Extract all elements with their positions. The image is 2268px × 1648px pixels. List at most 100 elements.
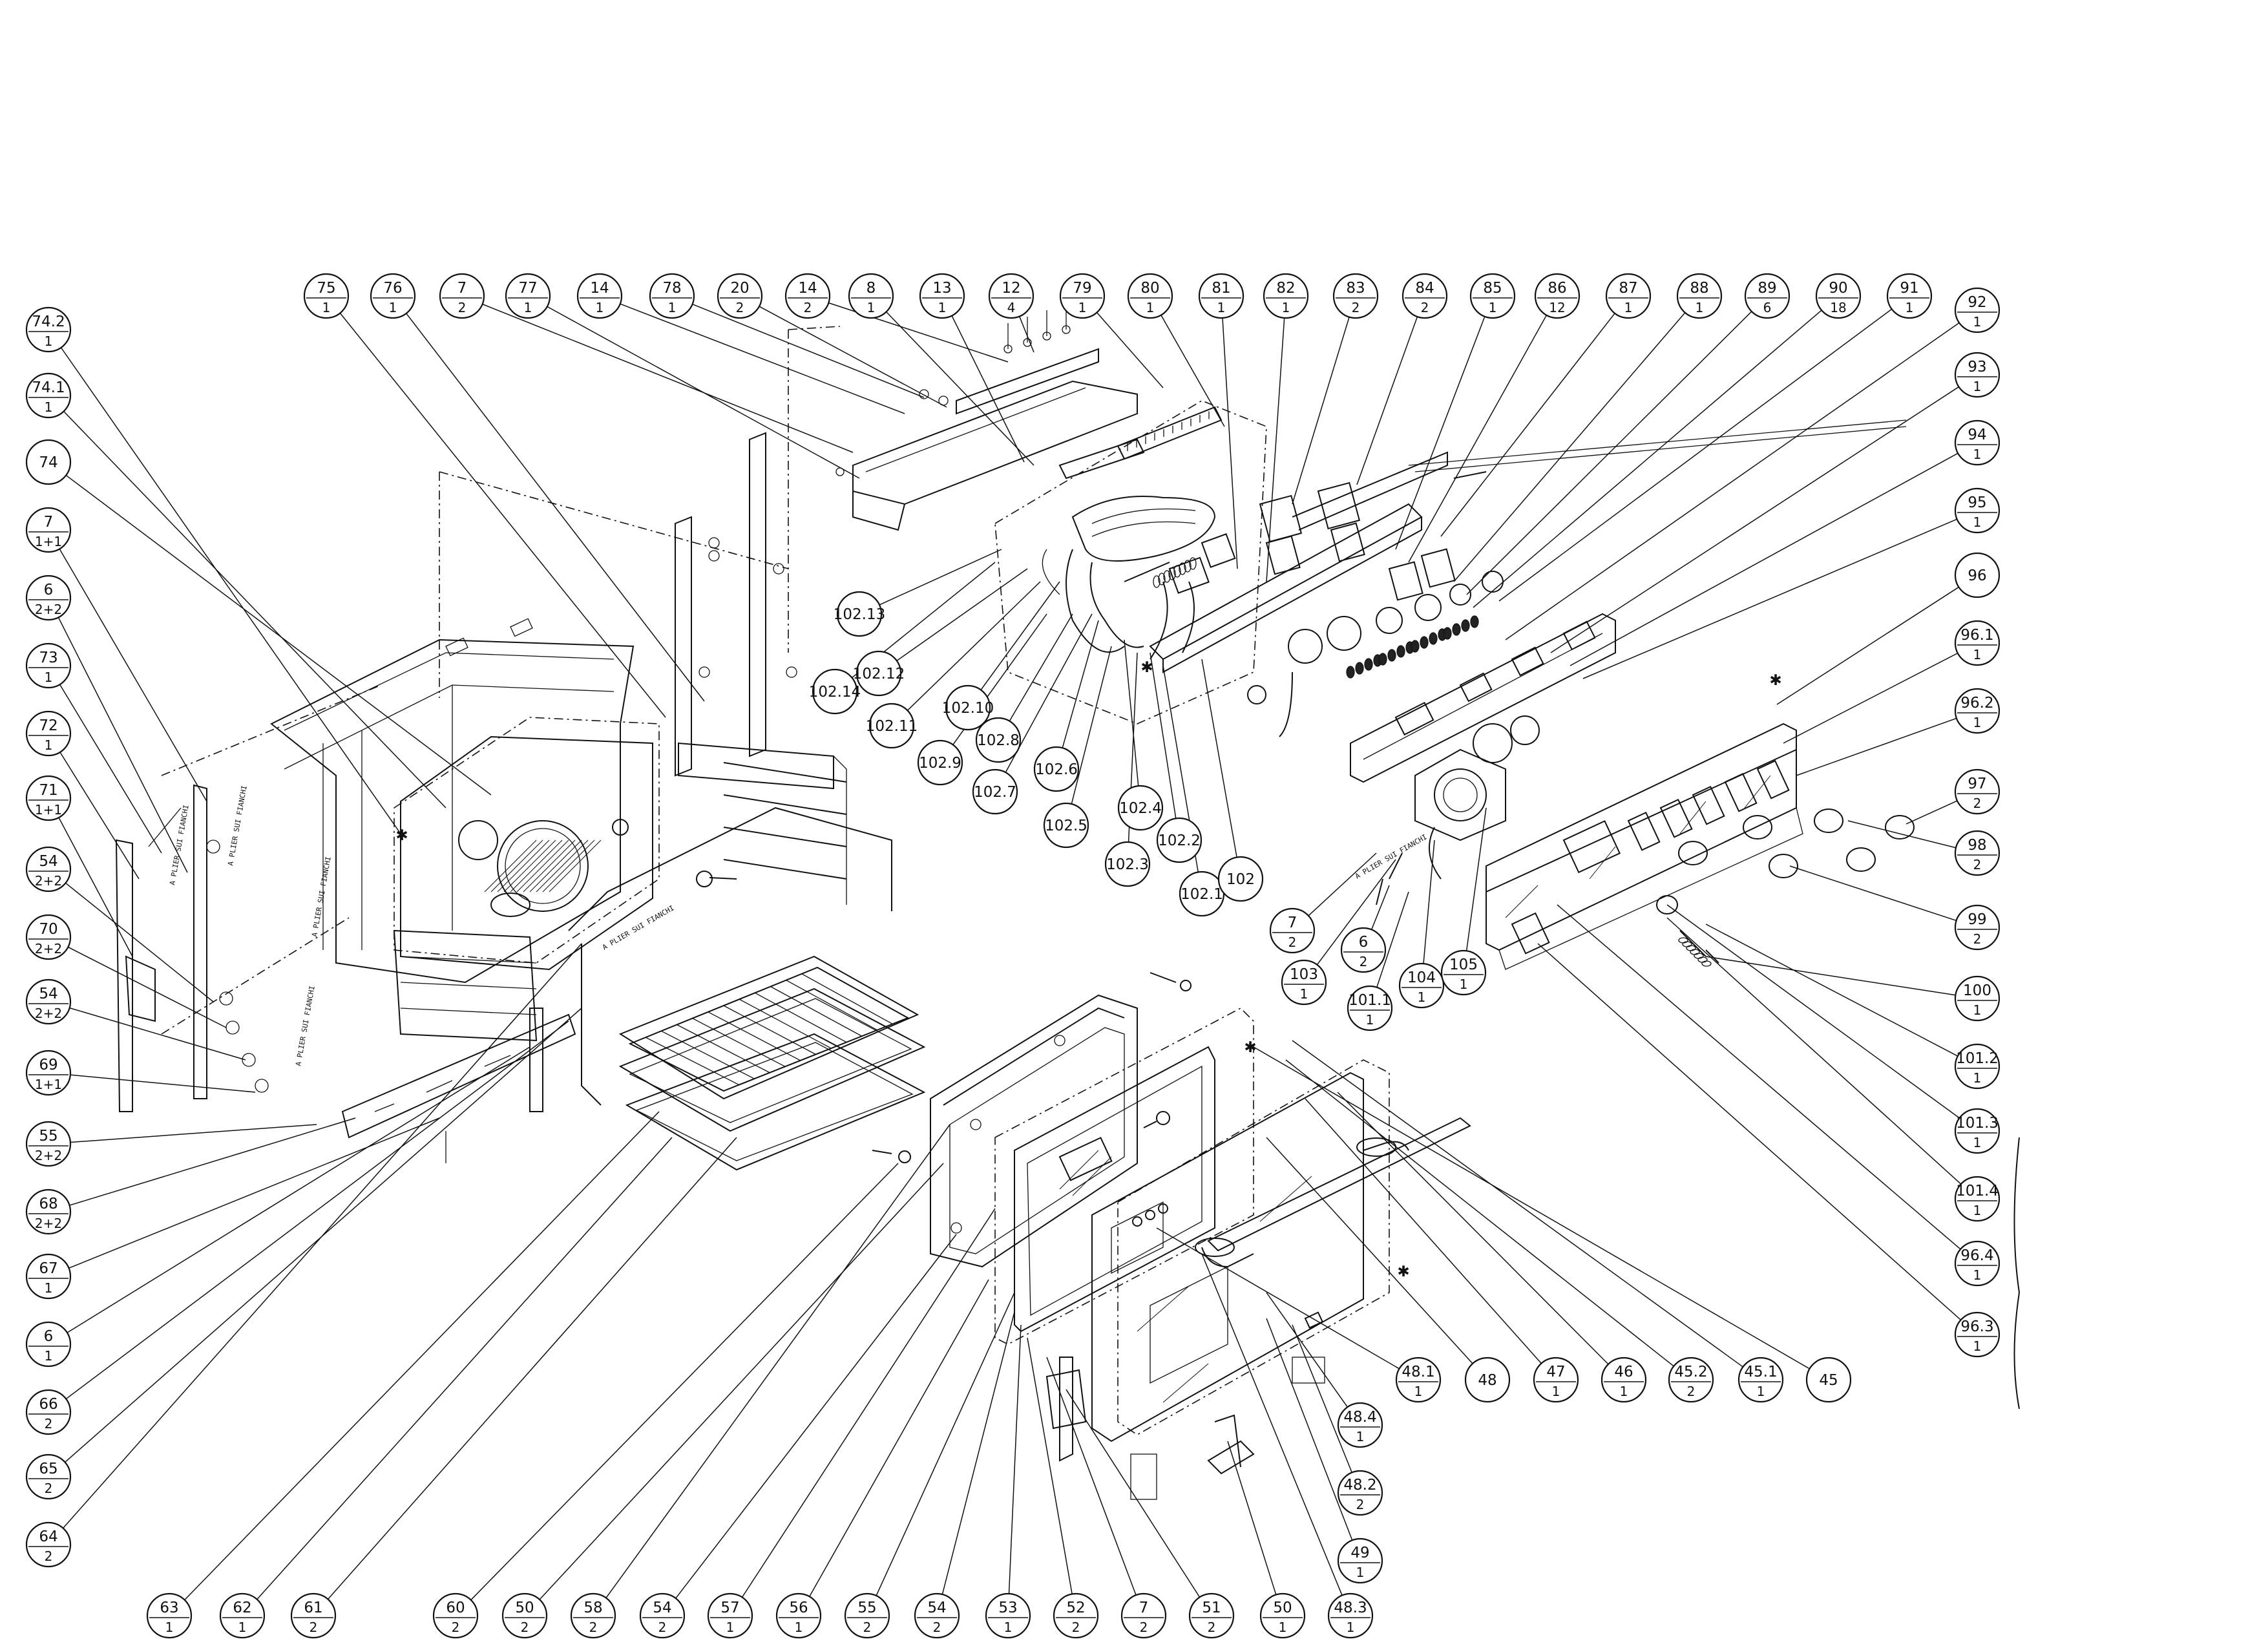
part-number: 79 <box>1073 280 1091 297</box>
part-quantity: 2 <box>1288 935 1297 950</box>
callout-circle <box>1198 273 1244 319</box>
callout-circle <box>25 642 72 689</box>
door-hinges <box>1045 1357 1325 1500</box>
fan-grille-line <box>516 840 569 893</box>
callout-circle <box>1533 1357 1579 1403</box>
part-quantity: 2 <box>804 300 812 315</box>
leader-line <box>1370 885 1390 930</box>
part-callout: 811 <box>1198 273 1244 319</box>
part-callout: 552 <box>844 1592 890 1639</box>
callout-circle <box>25 1121 72 1167</box>
leader-line <box>1796 717 1957 776</box>
part-number: 93 <box>1968 359 1986 375</box>
rack-wire <box>708 1011 801 1061</box>
left-side-rails <box>115 684 382 1112</box>
callout-circle <box>25 439 72 485</box>
leader-line <box>1582 518 1958 679</box>
door-handle <box>1195 1117 1471 1268</box>
part-callout: 642 <box>25 1521 72 1568</box>
callout-circle <box>1327 1592 1374 1639</box>
part-callout: 102 <box>1217 856 1264 902</box>
part-number: 76 <box>383 280 402 297</box>
part-quantity: 1 <box>1906 300 1914 315</box>
part-quantity: 1 <box>1489 300 1497 315</box>
leader-line <box>1201 1253 1343 1596</box>
leader-line <box>1266 1318 1353 1541</box>
callout-circle <box>1954 904 2000 951</box>
part-callout: 582 <box>570 1592 616 1639</box>
part-number: 83 <box>1346 280 1365 297</box>
part-quantity: 1 <box>1973 514 1982 530</box>
assembly-note: A PLIER SUI FIANCHI <box>226 785 249 866</box>
part-callout: 491 <box>1337 1537 1383 1584</box>
part-callout: 102.12 <box>853 650 905 697</box>
washer <box>1452 623 1461 636</box>
part-number: 74.2 <box>32 313 65 330</box>
shelf-guides-left <box>341 929 576 1163</box>
part-quantity: 1 <box>1757 1384 1765 1399</box>
part-number: 53 <box>998 1600 1017 1616</box>
glass-reflection <box>1162 1363 1209 1403</box>
callout-circle <box>25 1188 72 1235</box>
callout-circle <box>1337 1402 1383 1448</box>
part-quantity: 1 <box>1004 1620 1013 1635</box>
washer <box>1420 636 1429 649</box>
leader-line <box>1292 317 1350 505</box>
leader-line <box>63 943 582 1529</box>
part-callout: 832 <box>1332 273 1379 319</box>
part-number: 48.3 <box>1334 1600 1367 1616</box>
part-callout: 721 <box>25 710 72 757</box>
leader-line <box>65 474 492 796</box>
part-callout: 102.1 <box>1179 871 1225 917</box>
wire-rack <box>618 955 919 1100</box>
leader-line <box>1292 1324 1352 1473</box>
baking-tray <box>618 988 926 1132</box>
leader-line <box>69 1007 246 1061</box>
part-callout: 102.9 <box>917 739 963 786</box>
leader-line <box>59 684 162 854</box>
part-number: 67 <box>39 1260 58 1277</box>
part-quantity: 1 <box>1973 1203 1982 1218</box>
part-callout: 74 <box>25 439 72 485</box>
part-callout: 951 <box>1954 487 2000 534</box>
callout-circle <box>917 739 963 786</box>
part-number: 78 <box>662 280 681 297</box>
leader-line <box>1906 800 1958 825</box>
part-callout: 96.41 <box>1954 1240 2000 1287</box>
svg-text:✱: ✱ <box>395 827 408 844</box>
callout-circle <box>1954 1108 2000 1154</box>
part-callout: 671 <box>25 1253 72 1300</box>
part-callout: 131 <box>919 273 965 319</box>
callout-circle <box>1886 273 1933 319</box>
callout-circle <box>812 668 858 715</box>
part-number: 100 <box>1963 982 1991 999</box>
callout-circle <box>1332 273 1379 319</box>
part-number: 99 <box>1968 911 1986 928</box>
part-number: 65 <box>39 1461 58 1477</box>
part-callout: 96.31 <box>1954 1311 2000 1358</box>
leader-line <box>1046 1357 1137 1596</box>
part-number: 73 <box>39 650 58 666</box>
assembly-notes: A PLIER SUI FIANCHI A PLIER SUI FIANCHI … <box>168 785 1428 1066</box>
callout-circle <box>985 1592 1031 1639</box>
part-callout: 542 <box>639 1592 686 1639</box>
part-callout: 552+2 <box>25 1121 72 1167</box>
fan-grille-line <box>490 840 543 893</box>
part-quantity: 1 <box>795 1620 803 1635</box>
door-screws <box>872 972 1192 1163</box>
callout-circle <box>1127 273 1173 319</box>
part-callout: 74.21 <box>25 306 72 353</box>
leader-line <box>980 581 1060 690</box>
part-quantity: 1 <box>1973 1002 1982 1018</box>
leader-line <box>69 1117 356 1206</box>
callout-circle <box>1043 802 1089 849</box>
part-quantity: 2 <box>45 1481 53 1496</box>
part-quantity: 1 <box>1973 647 1982 662</box>
part-quantity: 1 <box>1217 300 1226 315</box>
part-number: 48.4 <box>1343 1409 1376 1426</box>
part-quantity: 1 <box>45 399 53 415</box>
part-quantity: 2 <box>1356 1497 1365 1512</box>
callout-circle <box>25 507 72 553</box>
part-quantity: 1+1 <box>35 534 62 549</box>
